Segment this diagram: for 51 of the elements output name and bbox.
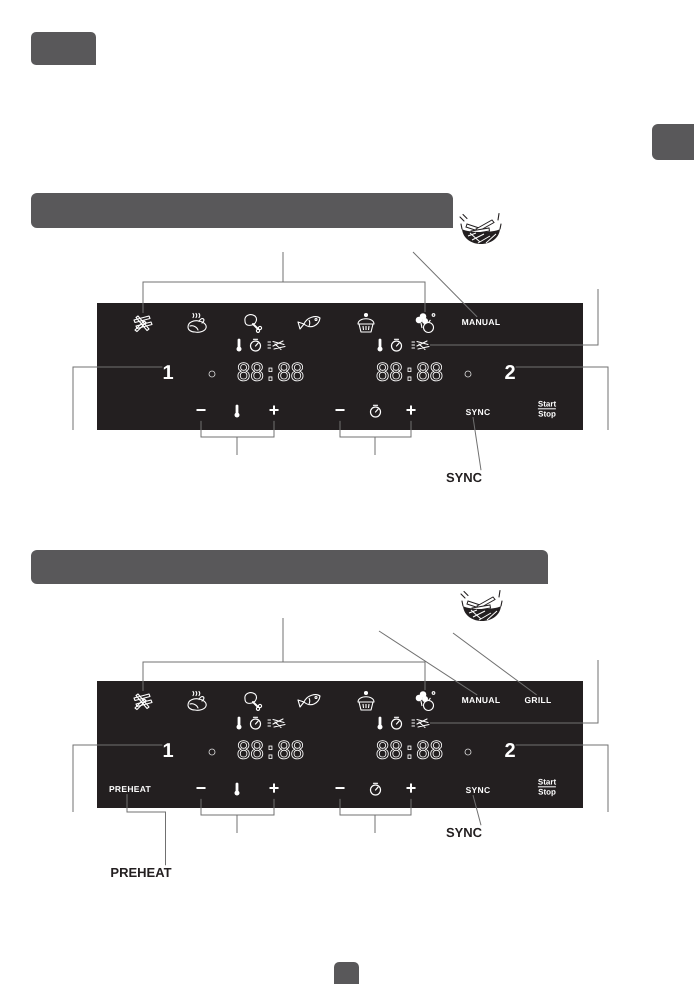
time-display: 88:88	[236, 360, 304, 386]
zone-number: 2	[504, 362, 516, 384]
minus-sign: −	[334, 401, 346, 421]
fries-icon	[132, 691, 154, 711]
leader-line	[374, 420, 412, 456]
plus-sign: +	[406, 779, 416, 799]
plus-sign: +	[268, 779, 280, 799]
time-display: 88:88	[236, 738, 304, 764]
sync-label: SYNC	[466, 784, 490, 796]
leader-line	[236, 420, 274, 456]
leader-line	[282, 618, 426, 690]
callout-label: SYNC	[446, 470, 482, 486]
time-display: 88:88	[375, 738, 443, 764]
minus-sign: −	[334, 779, 346, 799]
control-panel	[97, 681, 583, 808]
leader-line	[236, 798, 274, 834]
leader-line	[378, 630, 478, 696]
vegetables-icon	[414, 312, 436, 334]
control-panel	[97, 303, 583, 430]
leader-line	[126, 794, 166, 866]
leader-line	[515, 744, 608, 812]
minus-sign: −	[196, 779, 206, 799]
zone-number: 1	[162, 362, 174, 384]
callout-label: SYNC	[446, 825, 482, 841]
time-display: 88:88	[375, 360, 443, 386]
vegetables-icon	[414, 690, 436, 712]
minus-sign: −	[196, 401, 206, 421]
shaking-fries-icon	[411, 717, 430, 729]
manual-label: MANUAL	[462, 316, 500, 328]
leader-line	[430, 288, 598, 346]
start-stop-label: Start Stop	[538, 777, 556, 797]
leader-line	[515, 366, 608, 430]
grill-label: GRILL	[524, 694, 552, 706]
plus-sign: +	[406, 401, 416, 421]
sync-label: SYNC	[466, 406, 490, 418]
leader-line	[412, 252, 478, 318]
manual-label: MANUAL	[462, 694, 500, 706]
zone-number: 2	[504, 740, 516, 762]
leader-line	[282, 252, 426, 312]
callout-label: PREHEAT	[110, 865, 172, 881]
plus-sign: +	[268, 401, 280, 421]
start-stop-label: Start Stop	[538, 399, 556, 419]
fries-icon	[132, 313, 154, 333]
preheat-label: PREHEAT	[108, 784, 152, 794]
leader-line	[430, 660, 598, 724]
zone-number: 1	[162, 740, 174, 762]
leader-line	[72, 366, 163, 430]
leader-line	[452, 632, 538, 696]
shaking-fries-icon	[411, 339, 430, 351]
leader-line	[72, 744, 163, 812]
leader-line	[374, 798, 412, 834]
